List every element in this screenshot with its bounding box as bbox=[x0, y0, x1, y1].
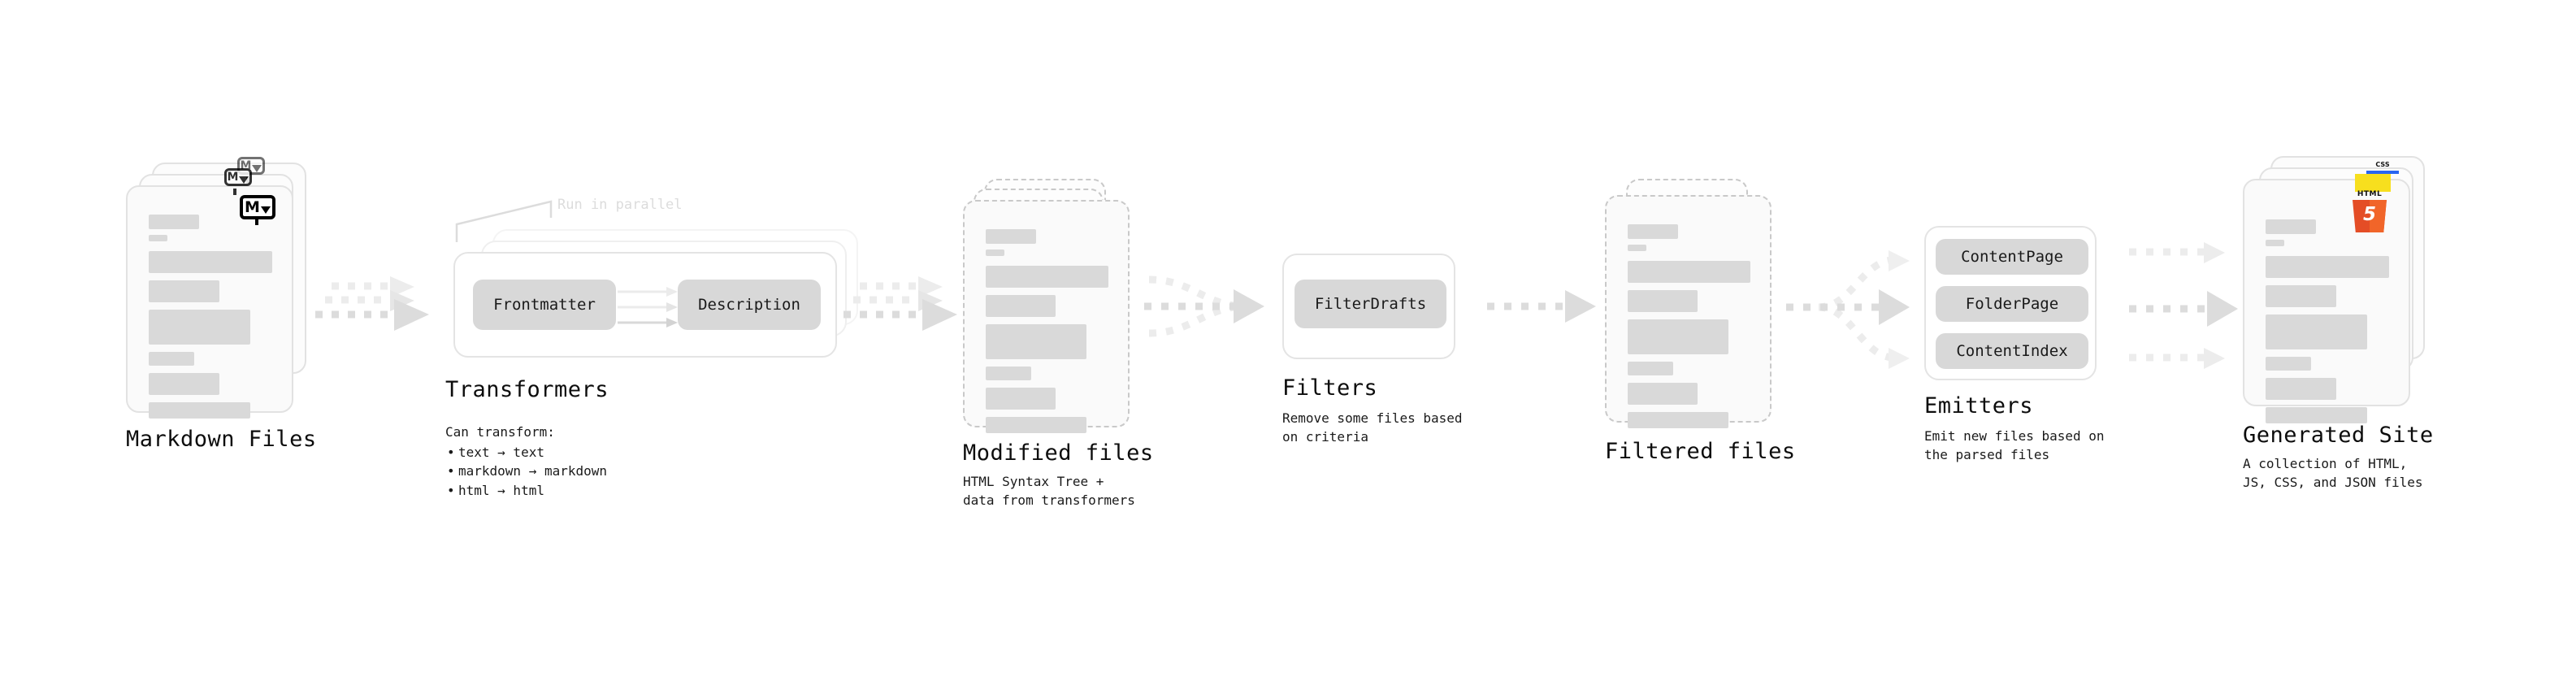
skeleton-bar bbox=[1628, 383, 1698, 405]
connector-emitters-to-site bbox=[2129, 242, 2238, 369]
css-badge: CSS bbox=[2366, 161, 2399, 174]
connector-filtered-to-emitters bbox=[1786, 250, 1910, 369]
transformer-pill-description[interactable]: Description bbox=[678, 280, 821, 330]
transformers-capability-list: Can transform: text → text markdown → ma… bbox=[445, 423, 607, 500]
skeleton-bar bbox=[986, 249, 1004, 256]
list-item: html → html bbox=[445, 481, 607, 500]
markdown-icon-letter: M bbox=[227, 171, 239, 184]
stage-desc-modified-files: HTML Syntax Tree + data from transformer… bbox=[963, 474, 1135, 508]
skeleton-bar bbox=[149, 280, 219, 302]
stage-title-emitters: Emitters bbox=[1924, 393, 2034, 419]
stage-desc-emitters: Emit new files based on the parsed files bbox=[1924, 428, 2105, 462]
emitters-box: ContentPage FolderPage ContentIndex bbox=[1924, 226, 2097, 380]
stage-desc-generated-site: A collection of HTML, JS, CSS, and JSON … bbox=[2243, 456, 2423, 490]
stage-title-filters: Filters bbox=[1282, 375, 1378, 401]
skeleton-bar bbox=[986, 417, 1086, 433]
stage-filters: FilterDrafts Filters Remove some files b… bbox=[1282, 254, 1526, 465]
emitter-pill-folderpage[interactable]: FolderPage bbox=[1936, 286, 2088, 322]
modified-card-skeleton bbox=[986, 229, 1108, 433]
markdown-icon-back1: M bbox=[224, 168, 252, 195]
parallel-annotation: Run in parallel bbox=[557, 197, 683, 213]
markdown-icon-letter: M bbox=[245, 197, 260, 216]
skeleton-bar bbox=[1628, 319, 1728, 354]
stage-title-markdown-files: Markdown Files bbox=[126, 427, 317, 452]
stage-title-transformers: Transformers bbox=[445, 377, 609, 402]
stage-title-generated-site: Generated Site bbox=[2243, 423, 2434, 448]
skeleton-bar bbox=[2266, 240, 2284, 246]
stage-modified-files: Modified files HTML Syntax Tree + data f… bbox=[963, 179, 1158, 508]
transformer-inner-arrows bbox=[618, 287, 678, 327]
stage-desc-filters: Remove some files based on criteria bbox=[1282, 410, 1463, 445]
skeleton-bar bbox=[149, 251, 272, 273]
modified-card-front bbox=[963, 200, 1130, 433]
emitter-pill-contentindex[interactable]: ContentIndex bbox=[1936, 333, 2088, 369]
skeleton-bar bbox=[2266, 378, 2336, 400]
site-card-skeleton bbox=[2266, 219, 2389, 423]
html5-badge-digit: 5 bbox=[2362, 203, 2376, 225]
filter-pill-filterdrafts[interactable]: FilterDrafts bbox=[1295, 280, 1446, 328]
stage-generated-site: CSS HTML 5 Generated Site A collection o… bbox=[2243, 156, 2462, 490]
html5-badge-label: HTML bbox=[2357, 190, 2383, 198]
css-badge-bar bbox=[2366, 171, 2399, 174]
capability-items: text → text markdown → markdown html → h… bbox=[445, 443, 607, 500]
capability-list-lead: Can transform: bbox=[445, 424, 555, 440]
skeleton-bar bbox=[2266, 314, 2367, 349]
transformer-box-front: Frontmatter Description bbox=[453, 252, 837, 358]
skeleton-bar bbox=[1628, 261, 1750, 283]
parallel-bracket bbox=[455, 200, 553, 242]
filtered-card-skeleton bbox=[1628, 224, 1750, 428]
skeleton-bar bbox=[1628, 224, 1678, 239]
list-item: text → text bbox=[445, 443, 607, 462]
transformer-pill-frontmatter[interactable]: Frontmatter bbox=[473, 280, 616, 330]
skeleton-bar bbox=[1628, 290, 1698, 312]
stage-emitters: ContentPage FolderPage ContentIndex Emit… bbox=[1924, 226, 2168, 470]
skeleton-bar bbox=[986, 367, 1031, 380]
markdown-icon-arrow bbox=[254, 206, 271, 225]
filters-box: FilterDrafts bbox=[1282, 254, 1455, 359]
connector-filters-to-filtered bbox=[1487, 290, 1596, 323]
skeleton-bar bbox=[1628, 362, 1673, 375]
skeleton-bar bbox=[149, 215, 199, 229]
markdown-card-skeleton bbox=[149, 215, 272, 419]
list-item: markdown → markdown bbox=[445, 462, 607, 480]
js-badge bbox=[2355, 174, 2391, 192]
skeleton-bar bbox=[149, 310, 250, 345]
skeleton-bar bbox=[986, 324, 1086, 359]
skeleton-bar bbox=[1628, 245, 1646, 251]
skeleton-bar bbox=[2266, 219, 2316, 234]
skeleton-bar bbox=[1628, 412, 1728, 428]
skeleton-bar bbox=[2266, 407, 2367, 423]
skeleton-bar bbox=[149, 402, 250, 419]
filtered-card-front bbox=[1605, 195, 1772, 428]
markdown-card-front bbox=[126, 185, 293, 419]
html5-shield-icon: 5 bbox=[2353, 200, 2387, 232]
skeleton-bar bbox=[986, 295, 1056, 317]
stage-title-modified-files: Modified files bbox=[963, 440, 1154, 466]
connector-modified-to-filters bbox=[1144, 275, 1264, 337]
connector-md-to-transformers bbox=[315, 276, 429, 331]
skeleton-bar bbox=[2266, 256, 2389, 278]
skeleton-bar bbox=[149, 373, 219, 395]
stage-filtered-files: Filtered files bbox=[1605, 179, 1800, 464]
skeleton-bar bbox=[2266, 285, 2336, 307]
site-card-front bbox=[2243, 179, 2410, 423]
stage-markdown-files: M M M Markdown Files bbox=[126, 157, 316, 452]
stage-title-filtered-files: Filtered files bbox=[1605, 439, 1796, 464]
emitter-pill-contentpage[interactable]: ContentPage bbox=[1936, 239, 2088, 275]
skeleton-bar bbox=[149, 352, 195, 366]
markdown-icon-arrow bbox=[246, 164, 262, 184]
skeleton-bar bbox=[149, 235, 167, 241]
markdown-icon: M bbox=[240, 195, 275, 225]
css-badge-label: CSS bbox=[2375, 161, 2390, 168]
html5-badge: HTML 5 bbox=[2351, 190, 2388, 232]
markdown-icon-arrow bbox=[233, 176, 249, 195]
skeleton-bar bbox=[986, 388, 1056, 410]
stage-transformers: Run in parallel Frontmatter Description bbox=[445, 193, 868, 502]
skeleton-bar bbox=[2266, 357, 2312, 371]
connector-transformers-to-modified bbox=[843, 276, 957, 331]
skeleton-bar bbox=[986, 229, 1036, 244]
skeleton-bar bbox=[986, 266, 1108, 288]
